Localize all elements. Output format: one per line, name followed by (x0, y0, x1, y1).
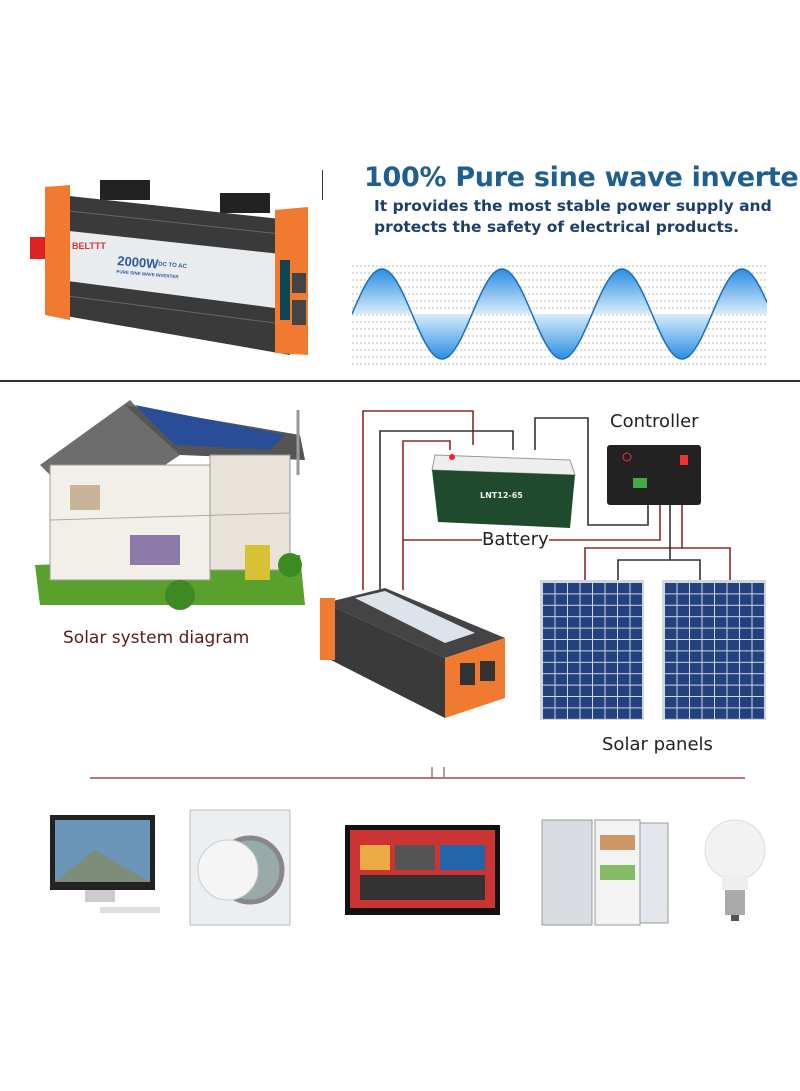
appliances-row (50, 809, 766, 926)
model-text: 2000W (117, 253, 160, 272)
solar-system-label: Solar system diagram (63, 628, 250, 648)
battery-label: Battery (482, 529, 549, 550)
wiring (90, 410, 745, 779)
solar-panels-image (540, 580, 766, 720)
wire (670, 559, 701, 585)
inverter-diagram-image (320, 588, 505, 718)
brand-logo: BELTTT (72, 241, 106, 251)
battery-model-text: LNT12-65 (480, 491, 523, 500)
sine-wave-graphic (352, 265, 767, 365)
solar-panels-label: Solar panels (602, 734, 713, 755)
washing-machine-icon (189, 809, 291, 926)
wire (402, 440, 451, 590)
controller-label: Controller (610, 411, 699, 432)
wire (379, 430, 514, 590)
television-icon (345, 825, 500, 915)
battery-image: LNT12-65 (431, 454, 576, 528)
wire (584, 547, 731, 585)
refrigerator-icon (541, 819, 669, 926)
inverter-product-image: BELTTT 2000W DC TO AC PURE SINE WAVE INV… (30, 180, 308, 355)
charge-controller-image (607, 445, 701, 505)
subtitle-line-1: It provides the most stable power supply… (374, 197, 772, 215)
model-desc-text: PURE SINE WAVE INVERTER (116, 269, 179, 279)
section-divider (0, 380, 800, 382)
page-title: 100% Pure sine wave inverter (364, 162, 800, 193)
wire (617, 505, 671, 585)
house-illustration (35, 400, 305, 610)
model-sub-text: DC TO AC (158, 262, 188, 271)
wire (534, 417, 649, 526)
subtitle-line-2: protects the safety of electrical produc… (374, 218, 739, 236)
light-bulb-icon (704, 819, 766, 921)
wire (362, 410, 474, 590)
divider-vertical (322, 170, 323, 200)
monitor-icon (50, 815, 160, 913)
